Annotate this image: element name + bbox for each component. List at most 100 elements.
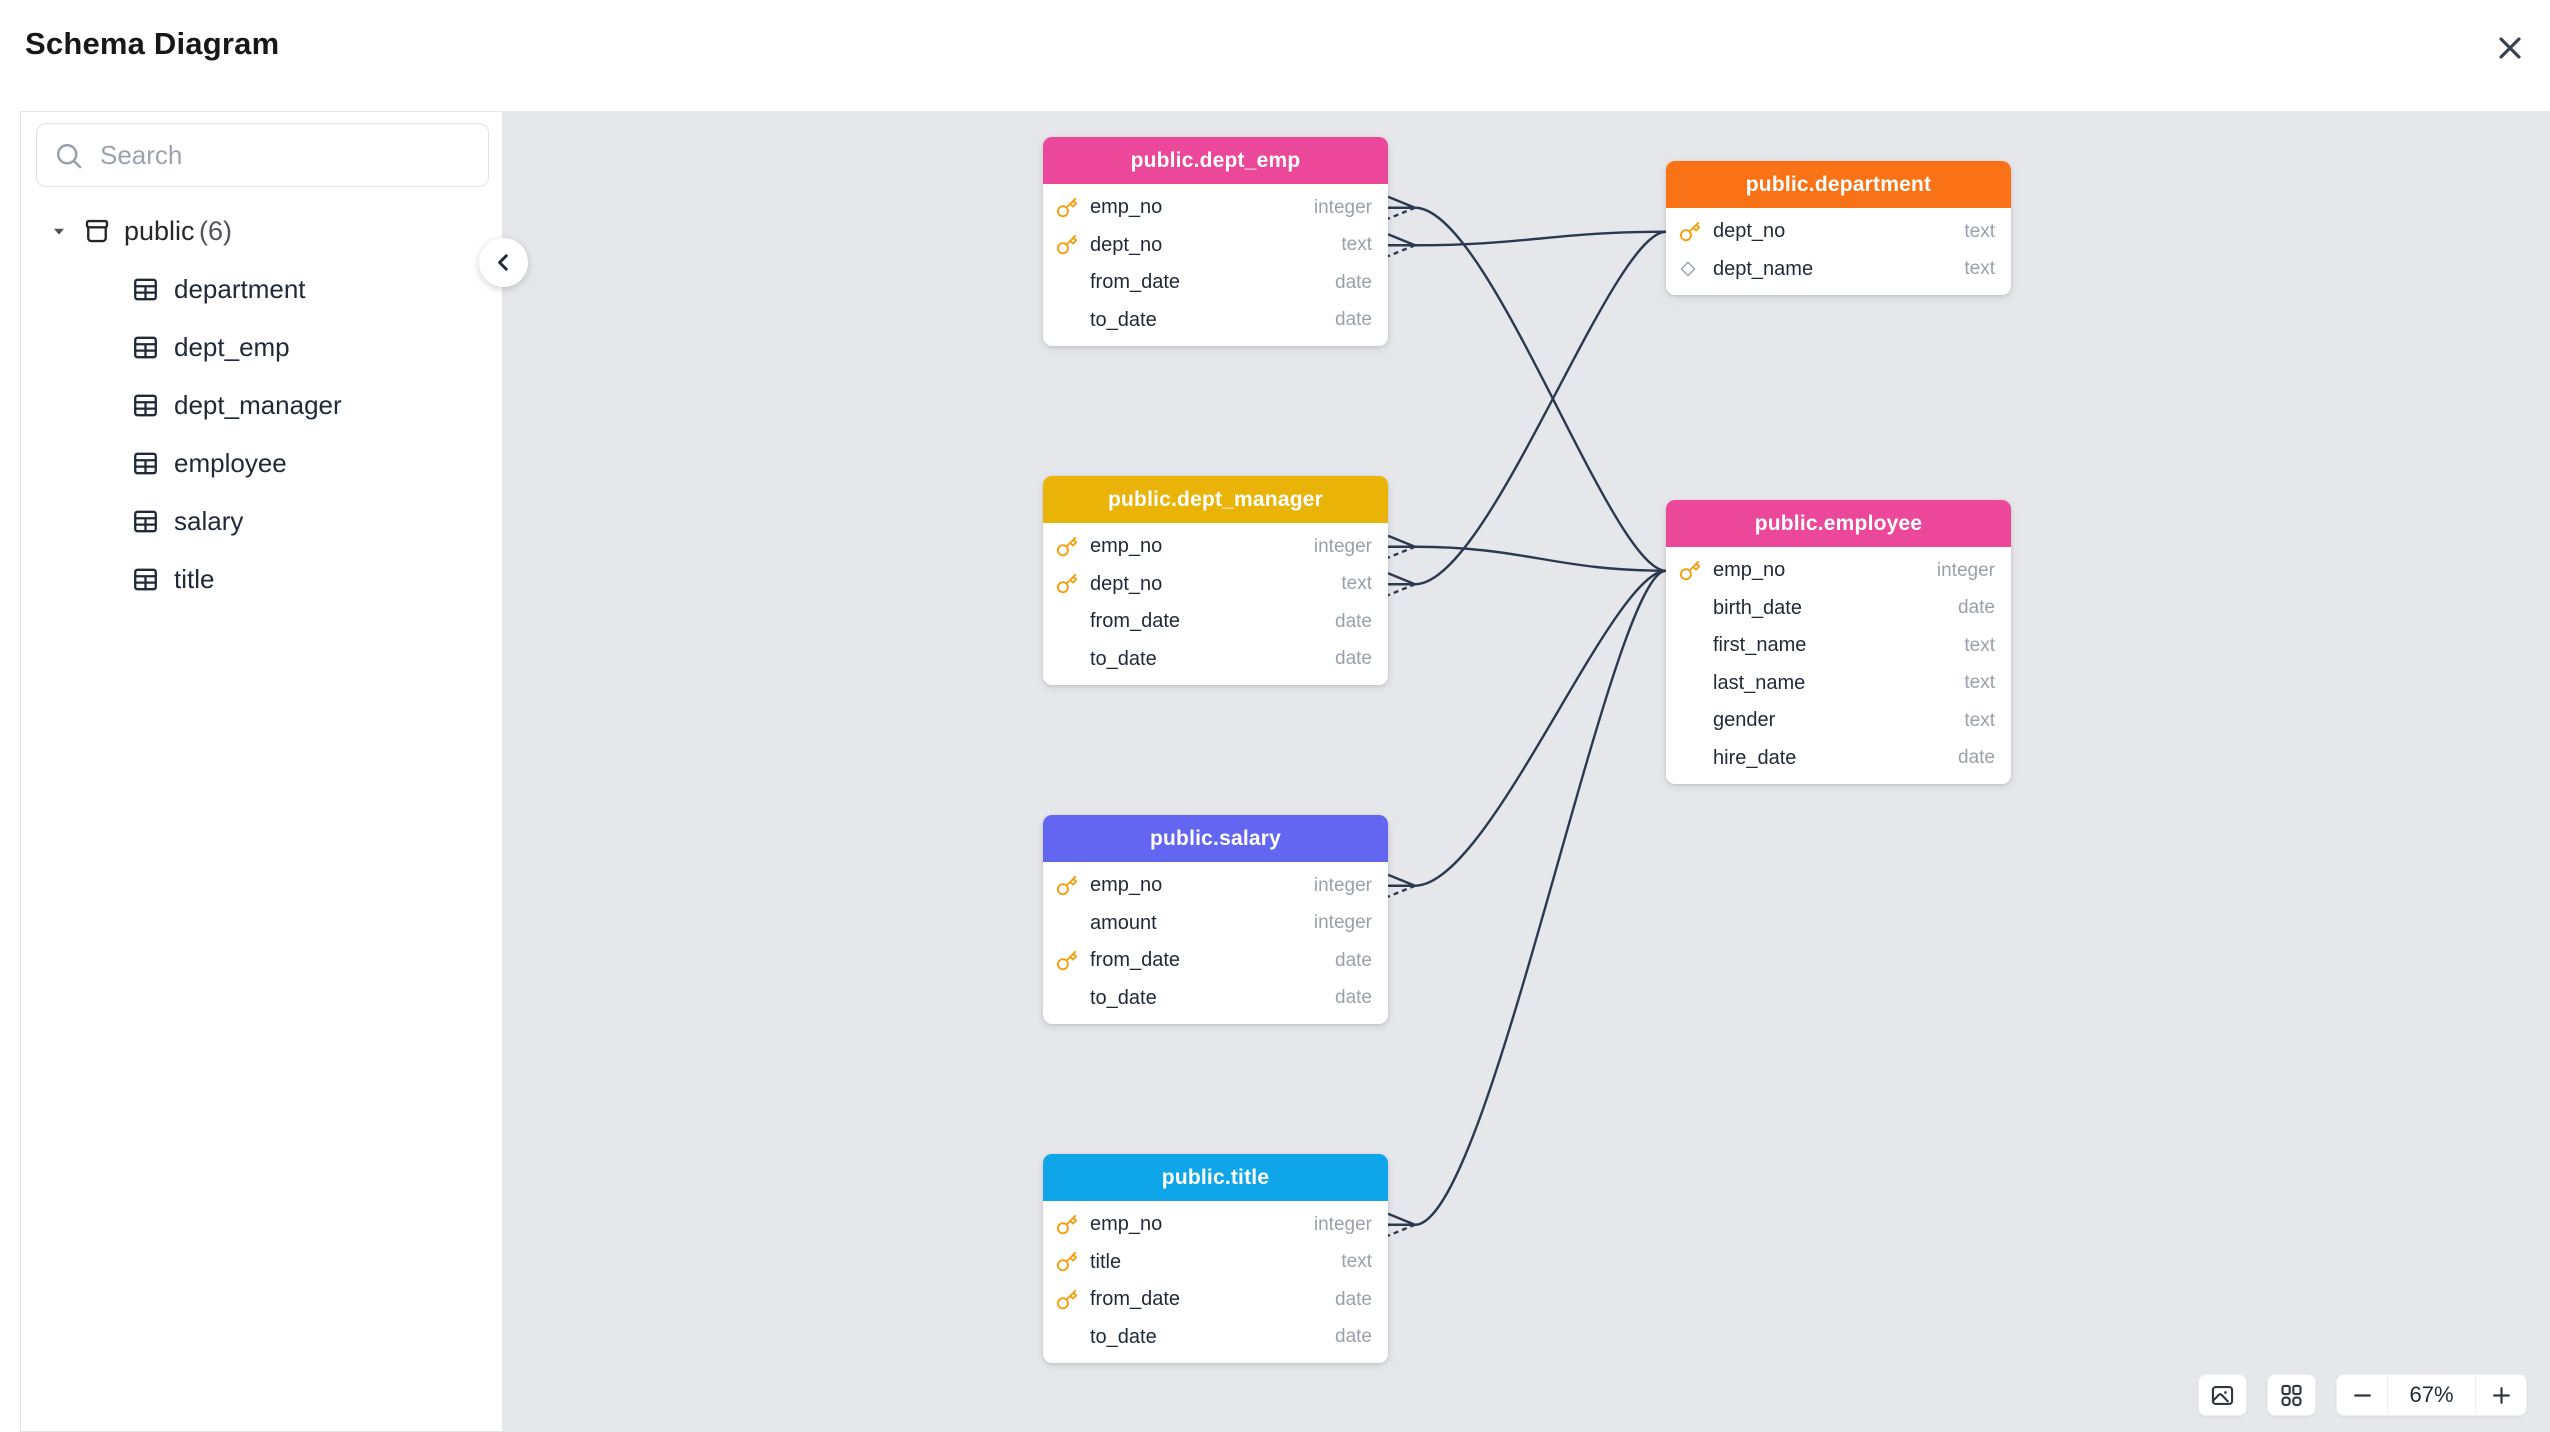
field-type: integer — [1313, 874, 1372, 896]
field-type: date — [1335, 949, 1372, 971]
primary-key-icon — [1679, 560, 1701, 582]
er-table-dept_manager[interactable]: public.dept_manager emp_no integer dept_… — [1043, 476, 1388, 685]
canvas-controls: 67% — [2198, 1374, 2527, 1416]
zoom-in-button[interactable] — [2476, 1375, 2526, 1415]
field-type: date — [1335, 309, 1372, 331]
field-name: last_name — [1713, 671, 1806, 694]
search-icon — [53, 140, 84, 171]
er-field-row-last_name: last_name text — [1666, 665, 2011, 703]
sidebar-item-employee[interactable]: employee — [21, 434, 502, 492]
x-icon — [2492, 30, 2528, 66]
table-list: department dept_emp dept_manager employe… — [21, 260, 502, 608]
er-table-header: public.dept_emp — [1043, 137, 1388, 184]
close-button[interactable] — [2488, 26, 2532, 70]
er-table-header: public.department — [1666, 161, 2011, 208]
er-field-row-title: title text — [1043, 1244, 1388, 1282]
sidebar-item-dept_manager[interactable]: dept_manager — [21, 376, 502, 434]
field-type: date — [1335, 648, 1372, 670]
table-name-label: department — [174, 273, 306, 304]
er-field-row-first_name: first_name text — [1666, 627, 2011, 665]
field-name: to_date — [1090, 308, 1157, 331]
er-table-header: public.dept_manager — [1043, 476, 1388, 523]
field-name: from_date — [1090, 610, 1181, 633]
field-name: from_date — [1090, 271, 1181, 294]
field-type: text — [1964, 258, 1995, 280]
field-type: integer — [1313, 196, 1372, 218]
primary-key-icon — [1056, 234, 1078, 256]
triangle-down-icon — [48, 220, 70, 242]
field-type: text — [1341, 234, 1372, 256]
schema-tree: public (6) department dept_emp dept_mana… — [21, 202, 502, 608]
table-grid-icon — [131, 333, 160, 362]
field-name: emp_no — [1090, 1213, 1163, 1236]
field-type: integer — [1313, 535, 1372, 557]
field-name: birth_date — [1713, 596, 1802, 619]
field-name: title — [1090, 1250, 1122, 1273]
minus-icon — [2350, 1383, 2375, 1408]
er-table-salary[interactable]: public.salary emp_no integer amount inte… — [1043, 815, 1388, 1024]
search-input[interactable] — [98, 138, 472, 172]
diagram-canvas[interactable] — [502, 111, 2550, 1432]
field-name: from_date — [1090, 949, 1181, 972]
download-image-button[interactable] — [2198, 1374, 2247, 1416]
table-name-label: salary — [174, 505, 244, 536]
primary-key-icon — [1056, 1289, 1078, 1311]
field-name: gender — [1713, 709, 1776, 732]
er-field-row-from_date: from_date date — [1043, 264, 1388, 302]
er-field-row-to_date: to_date date — [1043, 641, 1388, 679]
field-type: date — [1335, 1326, 1372, 1348]
schema-sidebar: public (6) department dept_emp dept_mana… — [20, 111, 503, 1432]
er-field-row-emp_no: emp_no integer — [1043, 1206, 1388, 1244]
er-table-header: public.employee — [1666, 500, 2011, 547]
field-name: hire_date — [1713, 746, 1797, 769]
er-field-row-to_date: to_date date — [1043, 980, 1388, 1018]
zoom-out-button[interactable] — [2337, 1375, 2387, 1415]
field-type: text — [1964, 634, 1995, 656]
er-field-row-from_date: from_date date — [1043, 942, 1388, 980]
er-field-row-emp_no: emp_no integer — [1043, 867, 1388, 905]
field-type: integer — [1313, 912, 1372, 934]
field-type: integer — [1313, 1213, 1372, 1235]
er-field-row-from_date: from_date date — [1043, 1281, 1388, 1319]
er-table-header: public.salary — [1043, 815, 1388, 862]
chevron-left-icon — [490, 249, 517, 276]
field-type: date — [1335, 1288, 1372, 1310]
er-field-row-emp_no: emp_no integer — [1043, 189, 1388, 227]
table-grid-icon — [131, 275, 160, 304]
layout-grid-icon — [2278, 1382, 2305, 1409]
table-grid-icon — [131, 565, 160, 594]
field-type: text — [1964, 709, 1995, 731]
sidebar-collapse-button[interactable] — [479, 238, 528, 287]
er-field-row-hire_date: hire_date date — [1666, 740, 2011, 778]
sidebar-item-department[interactable]: department — [21, 260, 502, 318]
primary-key-icon — [1056, 197, 1078, 219]
er-field-row-amount: amount integer — [1043, 905, 1388, 943]
app-header: Schema Diagram — [0, 0, 2550, 111]
unique-diamond-icon — [1679, 260, 1697, 278]
field-name: emp_no — [1090, 535, 1163, 558]
field-name: emp_no — [1090, 196, 1163, 219]
er-table-dept_emp[interactable]: public.dept_emp emp_no integer dept_no t… — [1043, 137, 1388, 346]
table-grid-icon — [131, 391, 160, 420]
primary-key-icon — [1056, 950, 1078, 972]
er-field-row-dept_no: dept_no text — [1043, 566, 1388, 604]
table-name-label: dept_emp — [174, 331, 290, 362]
er-field-row-emp_no: emp_no integer — [1666, 552, 2011, 590]
field-name: to_date — [1090, 986, 1157, 1009]
auto-layout-button[interactable] — [2267, 1374, 2316, 1416]
primary-key-icon — [1056, 573, 1078, 595]
er-table-department[interactable]: public.department dept_no text dept_name… — [1666, 161, 2011, 295]
er-field-row-emp_no: emp_no integer — [1043, 528, 1388, 566]
primary-key-icon — [1056, 536, 1078, 558]
tree-node-public-schema[interactable]: public (6) — [21, 202, 502, 260]
field-type: date — [1335, 610, 1372, 632]
er-table-header: public.title — [1043, 1154, 1388, 1201]
field-type: date — [1958, 747, 1995, 769]
sidebar-item-title[interactable]: title — [21, 550, 502, 608]
er-table-employee[interactable]: public.employee emp_no integer birth_dat… — [1666, 500, 2011, 784]
er-field-row-to_date: to_date date — [1043, 1319, 1388, 1357]
er-table-title[interactable]: public.title emp_no integer title text f… — [1043, 1154, 1388, 1363]
plus-icon — [2489, 1383, 2514, 1408]
sidebar-item-salary[interactable]: salary — [21, 492, 502, 550]
sidebar-item-dept_emp[interactable]: dept_emp — [21, 318, 502, 376]
